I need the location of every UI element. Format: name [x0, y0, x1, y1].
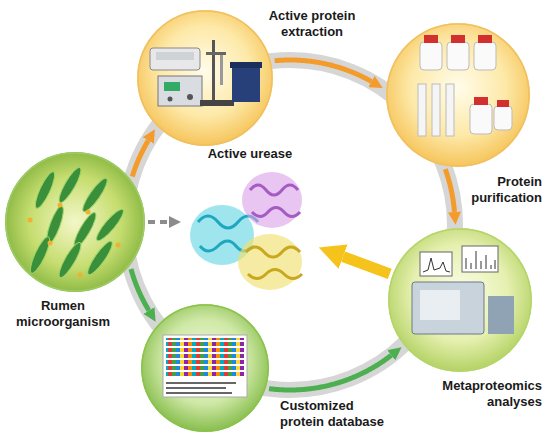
chromatogram — [423, 258, 450, 272]
particle — [48, 241, 53, 246]
circle-outline — [388, 228, 532, 372]
bottle — [494, 106, 512, 130]
bottle — [447, 42, 469, 70]
chart-screen — [462, 246, 498, 272]
bottle-cap — [497, 100, 509, 107]
flow-arrow — [148, 220, 169, 224]
flow-arrow — [131, 269, 149, 311]
step-disk — [141, 304, 269, 432]
homogenizer-panel — [156, 52, 194, 60]
bacterium — [93, 206, 126, 243]
instrument-panel — [420, 290, 460, 320]
protein-subunit — [238, 234, 302, 290]
particle — [86, 210, 91, 215]
particle — [28, 218, 33, 223]
node-label: Metaproteomics analyses — [424, 378, 542, 410]
bottle-cap — [478, 35, 492, 43]
chart-screen — [420, 252, 452, 276]
node-label: Rumen microorganism — [8, 298, 118, 330]
bottle — [420, 42, 442, 70]
bottle — [474, 42, 496, 70]
node-label: Customized protein database — [280, 398, 396, 430]
step-disk — [388, 228, 532, 372]
stand-rod — [212, 40, 215, 102]
mass-spectrometer — [412, 282, 484, 334]
step-disk — [137, 10, 273, 146]
bottle-cap — [474, 97, 488, 105]
node-label: Active protein extraction — [262, 8, 362, 40]
circle-outline — [141, 304, 269, 432]
alignment-sheet — [163, 335, 247, 397]
step-circle: Active protein extraction — [137, 10, 273, 146]
column — [418, 84, 426, 136]
power-unit — [158, 76, 202, 106]
flow-arrow — [343, 257, 390, 274]
protein-ribbon — [250, 185, 300, 217]
bacterium — [27, 235, 53, 275]
protein-node: Active urease — [185, 146, 315, 298]
flow-arrow — [132, 141, 148, 177]
lc-unit — [488, 296, 514, 334]
bottle-cap — [424, 35, 438, 43]
text-line — [166, 387, 226, 389]
homogenizer — [150, 48, 200, 70]
power-display — [164, 82, 180, 91]
flow-arrow — [445, 169, 454, 212]
probe — [220, 55, 223, 85]
circle-outline — [137, 10, 273, 146]
bacterium — [32, 170, 58, 210]
bottle-cap — [451, 35, 465, 43]
bacterium — [56, 240, 85, 280]
knob — [168, 97, 173, 102]
circle-border — [389, 229, 531, 371]
bacterium — [84, 239, 115, 278]
node-label: Active urease — [185, 146, 315, 162]
mass-spectrum — [466, 251, 495, 269]
protein-subunit — [242, 172, 302, 228]
sonicator-lid — [230, 62, 262, 68]
particle — [116, 243, 121, 248]
stand-base — [200, 100, 234, 106]
knob — [187, 94, 193, 100]
node-label: Protein purification — [464, 174, 542, 206]
flow-arrow — [269, 355, 391, 390]
bacterium — [71, 210, 100, 250]
sequence-alignment — [166, 338, 244, 378]
stand-arm — [206, 52, 226, 55]
sonicator-box — [232, 66, 260, 102]
bacterium — [79, 176, 110, 215]
bacterium — [56, 165, 85, 205]
step-disk — [5, 152, 145, 292]
bottle — [470, 104, 492, 134]
text-line — [166, 382, 236, 384]
circle-border — [6, 153, 144, 291]
step-circle: Protein purification — [386, 23, 530, 167]
step-circle: Metaproteomics analyses — [388, 228, 532, 372]
step-circle: Customized protein database — [141, 304, 269, 432]
circle-border — [142, 305, 268, 431]
step-circle: Rumen microorganism — [5, 152, 145, 292]
particle — [58, 203, 63, 208]
protein-ribbon — [246, 247, 302, 279]
particle — [78, 273, 83, 278]
circle-outline — [386, 23, 530, 167]
circle-outline — [5, 152, 145, 292]
flow-arrow — [275, 60, 372, 82]
text-line — [166, 392, 232, 394]
column — [432, 84, 440, 136]
circle-border — [138, 11, 272, 145]
step-disk — [386, 23, 530, 167]
circle-border — [387, 24, 529, 166]
column — [446, 84, 454, 136]
